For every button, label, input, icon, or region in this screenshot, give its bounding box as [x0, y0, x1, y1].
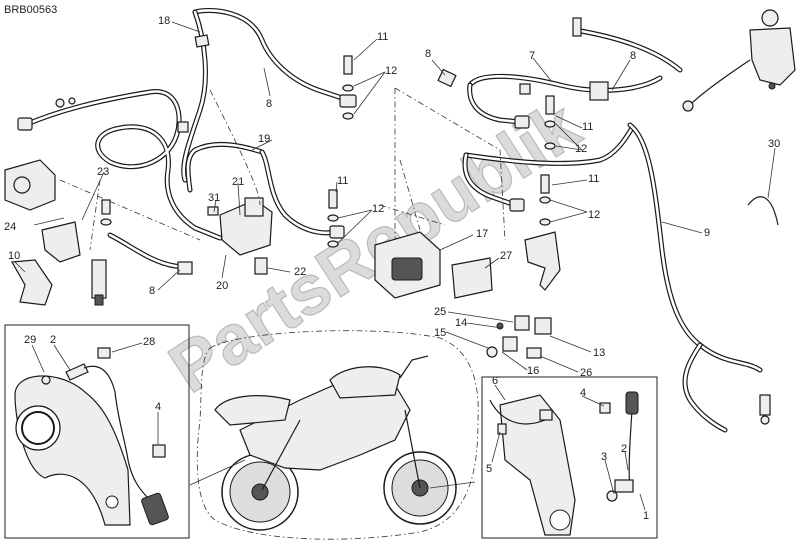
callout-11: 11 [377, 31, 388, 43]
phantom-lines [59, 87, 506, 251]
rear-master-cylinder-20 [177, 197, 273, 275]
sensor-bracket-parts [486, 315, 552, 359]
callout-20: 20 [216, 280, 228, 292]
callout-2: 2 [621, 443, 627, 455]
callout-4: 4 [580, 387, 586, 399]
callout-numbers: 18 11 12 8 8 7 8 11 12 19 30 23 21 31 11… [4, 15, 780, 522]
bracket-27 [524, 231, 561, 291]
brake-hose-19 [107, 141, 345, 271]
abs-modulator-17 [374, 231, 493, 299]
callout-24: 24 [4, 221, 16, 233]
callout-3: 3 [601, 451, 607, 463]
brake-master-cylinder [682, 9, 796, 112]
callout-9: 9 [704, 227, 710, 239]
callout-14: 14 [455, 317, 467, 329]
callout-8: 8 [266, 98, 272, 110]
rear-caliper-assembly [4, 159, 107, 306]
callout-2: 2 [50, 334, 56, 346]
callout-11: 11 [588, 173, 599, 185]
callout-1: 1 [643, 510, 649, 522]
front-brake-hose-18 [17, 7, 357, 241]
callout-11: 11 [337, 175, 348, 187]
callout-8: 8 [425, 48, 431, 60]
callout-15: 15 [434, 327, 446, 339]
callout-23: 23 [97, 166, 109, 178]
callout-29: 29 [24, 334, 36, 346]
callout-8: 8 [630, 50, 636, 62]
callout-5: 5 [486, 463, 492, 475]
callout-7: 7 [529, 50, 535, 62]
inset-rear-sensor [4, 324, 190, 539]
callout-12: 12 [372, 203, 384, 215]
callout-6: 6 [492, 375, 498, 387]
inset-front-sensor [481, 376, 658, 539]
callout-13: 13 [593, 347, 605, 359]
callout-16: 16 [527, 365, 539, 377]
callout-19: 19 [258, 133, 270, 145]
motorcycle-illustration [189, 355, 476, 531]
callout-4: 4 [155, 401, 161, 413]
callout-12: 12 [385, 65, 397, 77]
callout-8: 8 [149, 285, 155, 297]
rear-wheel-sensor-inset [14, 347, 169, 526]
front-hose-7 [437, 27, 683, 212]
front-wheel-sensor-inset [489, 391, 639, 536]
callout-12: 12 [588, 209, 600, 221]
rear-hose-9 [627, 122, 771, 433]
diagram-code: BRB00563 [4, 4, 57, 16]
callout-10: 10 [8, 250, 20, 262]
callout-21: 21 [232, 176, 244, 188]
callout-12: 12 [575, 143, 587, 155]
clip-30 [747, 196, 779, 226]
callout-11: 11 [582, 121, 593, 133]
callout-22: 22 [294, 266, 306, 278]
callout-30: 30 [768, 138, 780, 150]
motorcycle-outline-dashed [196, 330, 479, 540]
callout-17: 17 [476, 228, 488, 240]
callout-18: 18 [158, 15, 170, 27]
callout-31: 31 [208, 192, 220, 204]
callout-25: 25 [434, 306, 446, 318]
callout-26: 26 [580, 367, 592, 379]
leader-lines [14, 21, 776, 511]
callout-27: 27 [500, 250, 512, 262]
bolts-and-washers [100, 17, 582, 248]
callout-28: 28 [143, 336, 155, 348]
